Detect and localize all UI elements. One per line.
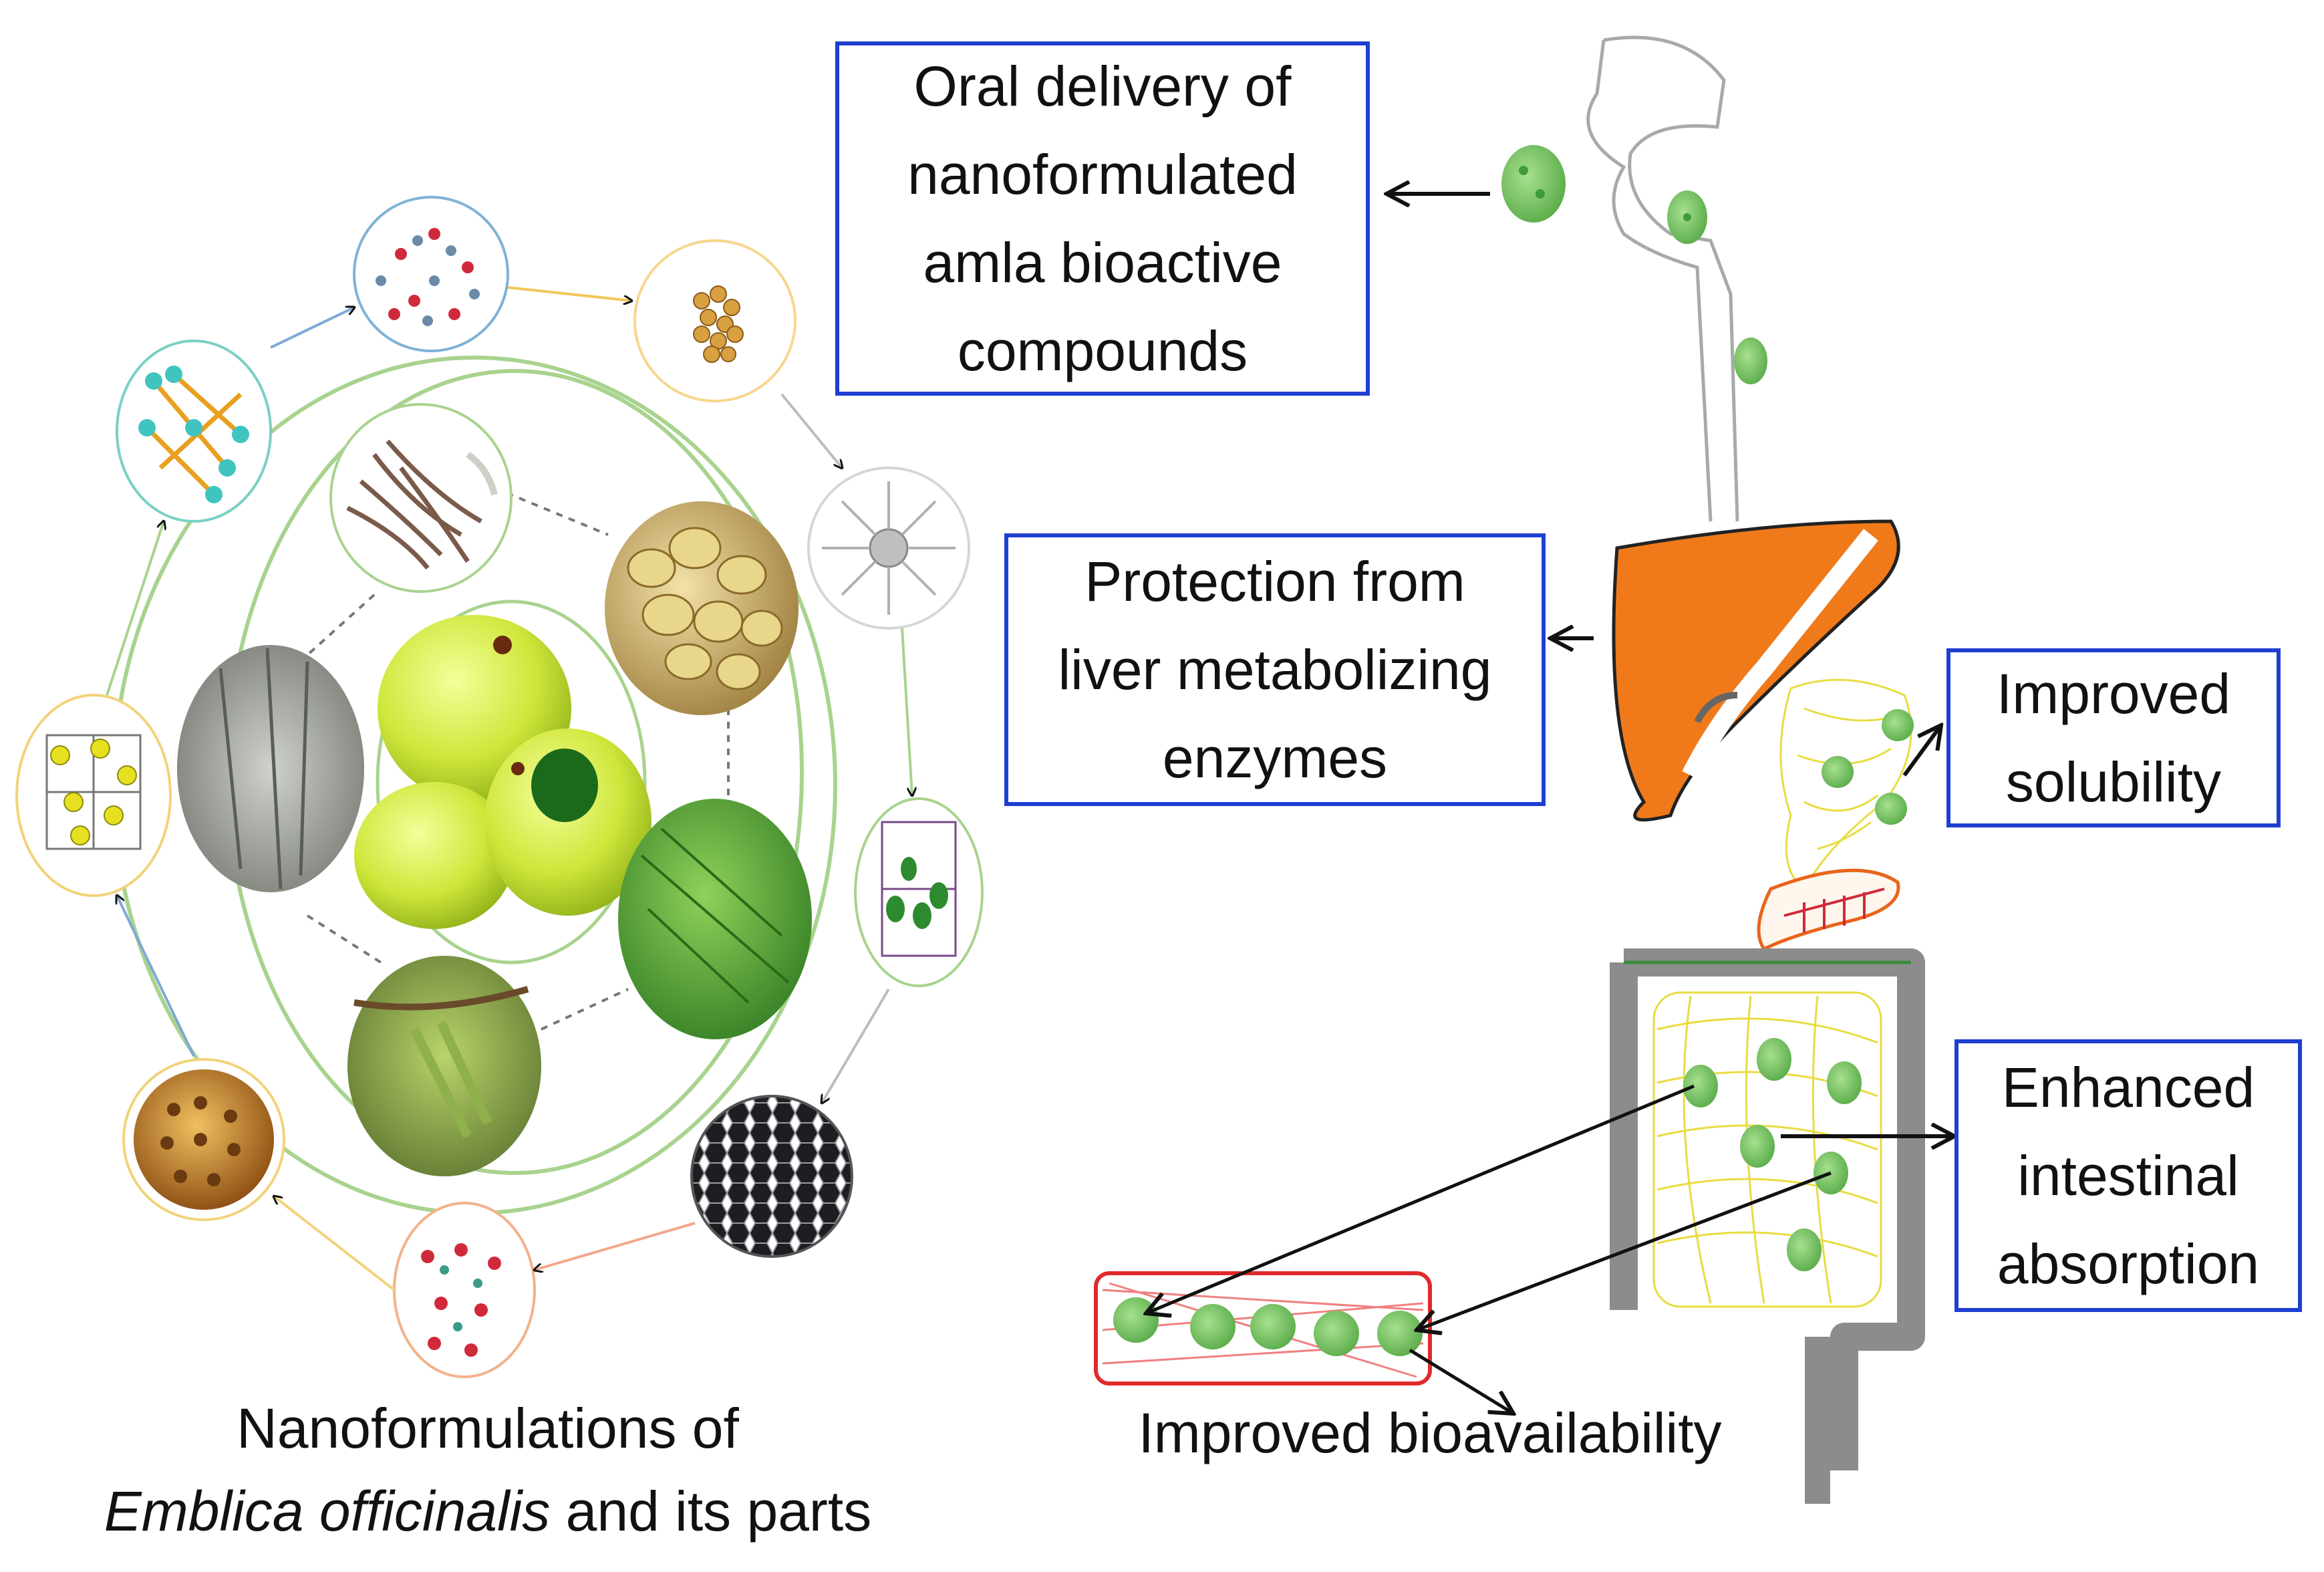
arrow-to-vessel-left — [1146, 1084, 1695, 1313]
dried-fruit-image — [605, 501, 798, 715]
roots-image — [329, 403, 513, 593]
nanostructure-crystal-lattice-green — [854, 797, 984, 987]
nanostructure-cycle-arrows — [106, 286, 912, 1291]
oral-delivery-label: Oral delivery of nanoformulated amla bio… — [907, 55, 1298, 382]
nanostructure-graphene-sheet — [690, 1095, 853, 1258]
nanostructure-cubic-lattice-yellow — [15, 694, 172, 897]
annotation-arrows — [1146, 194, 1954, 1414]
bark-image — [177, 645, 364, 892]
bioavailability-label: Improved bioavailability — [1138, 1402, 1722, 1464]
nanoparticle — [1683, 1065, 1718, 1107]
protection-label: Protection from liver metabolizing enzym… — [1058, 550, 1492, 789]
leaves-image — [618, 799, 812, 1039]
protection-label-box: Protection from liver metabolizing enzym… — [1004, 533, 1546, 806]
solubility-label: Improved solubility — [1996, 662, 2231, 813]
caption-line-2-rest: and its parts — [550, 1480, 872, 1543]
arrow-to-vessel-right — [1417, 1171, 1832, 1330]
flowers-image — [347, 956, 541, 1176]
nanoparticle — [1250, 1304, 1296, 1349]
nanoparticle — [1787, 1228, 1822, 1271]
oral-delivery-label-box: Oral delivery of nanoformulated amla bio… — [835, 41, 1370, 396]
nanoparticle — [1822, 756, 1854, 788]
digestive-tract-illustration — [1094, 35, 1954, 1504]
caption-line-2: Emblica officinalis and its parts — [60, 1470, 915, 1553]
nanoparticle — [1667, 190, 1707, 244]
nanoparticle — [1113, 1297, 1159, 1343]
nanostructure-nanoparticle-cluster — [633, 239, 796, 402]
nanoparticle — [1377, 1311, 1423, 1356]
nanoparticle — [1740, 1125, 1775, 1168]
nanoparticle — [1734, 338, 1767, 384]
liver-gap — [1682, 529, 1878, 780]
nanoparticle — [1882, 709, 1914, 741]
absorption-label: Enhanced intestinal absorption — [1997, 1056, 2260, 1295]
nanostructure-ionic-lattice — [393, 1202, 536, 1378]
arrow-to-bioavailability — [1409, 1348, 1513, 1414]
nanoparticle — [1827, 1061, 1862, 1104]
nanoparticle — [1190, 1304, 1236, 1349]
nanostructure-molecular-network — [353, 196, 509, 352]
caption-species: Emblica officinalis — [104, 1480, 551, 1543]
nanoformulation-wheel — [15, 196, 984, 1378]
nanostructure-micelle — [807, 467, 970, 630]
nanoparticle — [1501, 145, 1566, 223]
figure-caption: Nanoformulations of Emblica officinalis … — [60, 1387, 915, 1553]
amla-fruit-image — [354, 600, 651, 964]
nanostructure-hexagonal-lattice-teal — [116, 340, 272, 523]
nanoparticle — [1314, 1311, 1359, 1356]
caption-line-1: Nanoformulations of — [237, 1397, 739, 1460]
esophagus-outline — [1586, 35, 1739, 522]
absorption-label-box: Enhanced intestinal absorption — [1954, 1039, 2302, 1312]
nanoparticle — [1875, 793, 1907, 825]
nanostructure-spherical-cluster — [122, 1058, 285, 1221]
duodenum — [1757, 868, 1900, 952]
solubility-label-box: Improved solubility — [1946, 648, 2281, 827]
arrow-to-solubility — [1902, 725, 1941, 777]
nanoparticle — [1757, 1038, 1791, 1081]
